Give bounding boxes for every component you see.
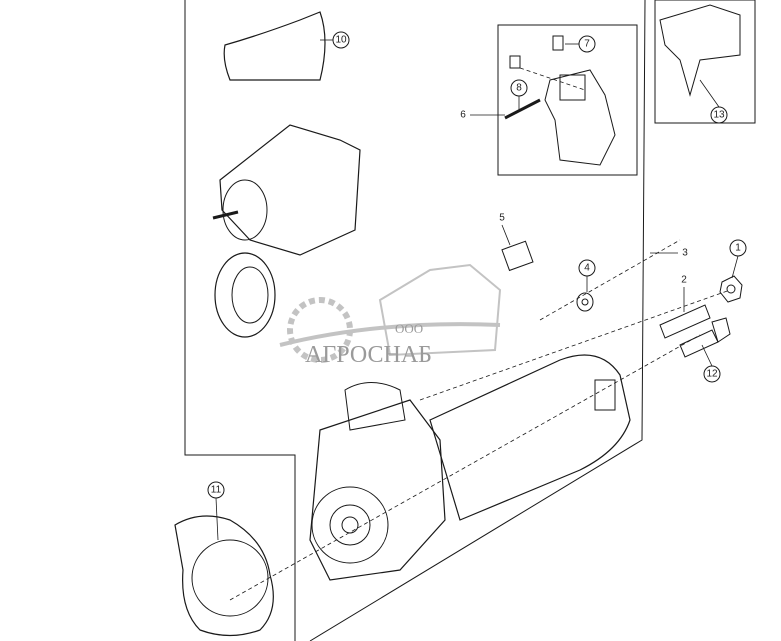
callout-3: 3 [682, 248, 688, 259]
svg-text:3: 3 [682, 248, 688, 259]
part-12-bolt [679, 317, 731, 358]
callout-5: 5 [499, 213, 505, 224]
motor-assembly-upper [212, 124, 361, 338]
inset-box-6 [497, 24, 638, 176]
inset-box-13 [654, 0, 756, 124]
watermark-name: АГРОСНАБ [305, 342, 432, 368]
svg-text:11: 11 [211, 485, 222, 496]
svg-text:2: 2 [681, 275, 687, 286]
callout-8: 8 [510, 79, 528, 97]
part-1-nut [719, 275, 743, 303]
assembly-frame [184, 0, 646, 641]
callout-6: 6 [460, 110, 466, 121]
part-4-nut [576, 292, 594, 312]
svg-text:5: 5 [499, 213, 505, 224]
part-5-sleeve [501, 240, 534, 272]
callout-13: 13 [710, 106, 728, 124]
svg-text:13: 13 [713, 110, 725, 121]
part-10-shield [223, 11, 326, 81]
callout-10: 10 [332, 31, 350, 49]
svg-text:10: 10 [335, 35, 347, 46]
watermark-prefix: ООО [395, 321, 423, 336]
svg-text:8: 8 [516, 83, 522, 94]
part-11-gasket [174, 515, 274, 637]
svg-text:12: 12 [706, 369, 718, 380]
svg-text:6: 6 [460, 110, 466, 121]
watermark-logo [279, 263, 502, 363]
assembly-center-lines [229, 67, 731, 601]
starter-motor [309, 354, 631, 581]
part-2-stud [659, 304, 711, 339]
part-6-solenoid-harness [504, 35, 616, 166]
svg-text:7: 7 [584, 39, 590, 50]
callout-12: 12 [703, 365, 721, 383]
callout-1: 1 [729, 239, 747, 257]
svg-text:1: 1 [735, 243, 741, 254]
callout-2: 2 [681, 275, 687, 286]
callout-4: 4 [578, 259, 596, 277]
svg-text:4: 4 [584, 263, 590, 274]
part-13-cover [659, 4, 741, 97]
callout-7: 7 [578, 35, 596, 53]
leader-lines [215, 39, 739, 541]
callout-11: 11 [207, 481, 225, 499]
